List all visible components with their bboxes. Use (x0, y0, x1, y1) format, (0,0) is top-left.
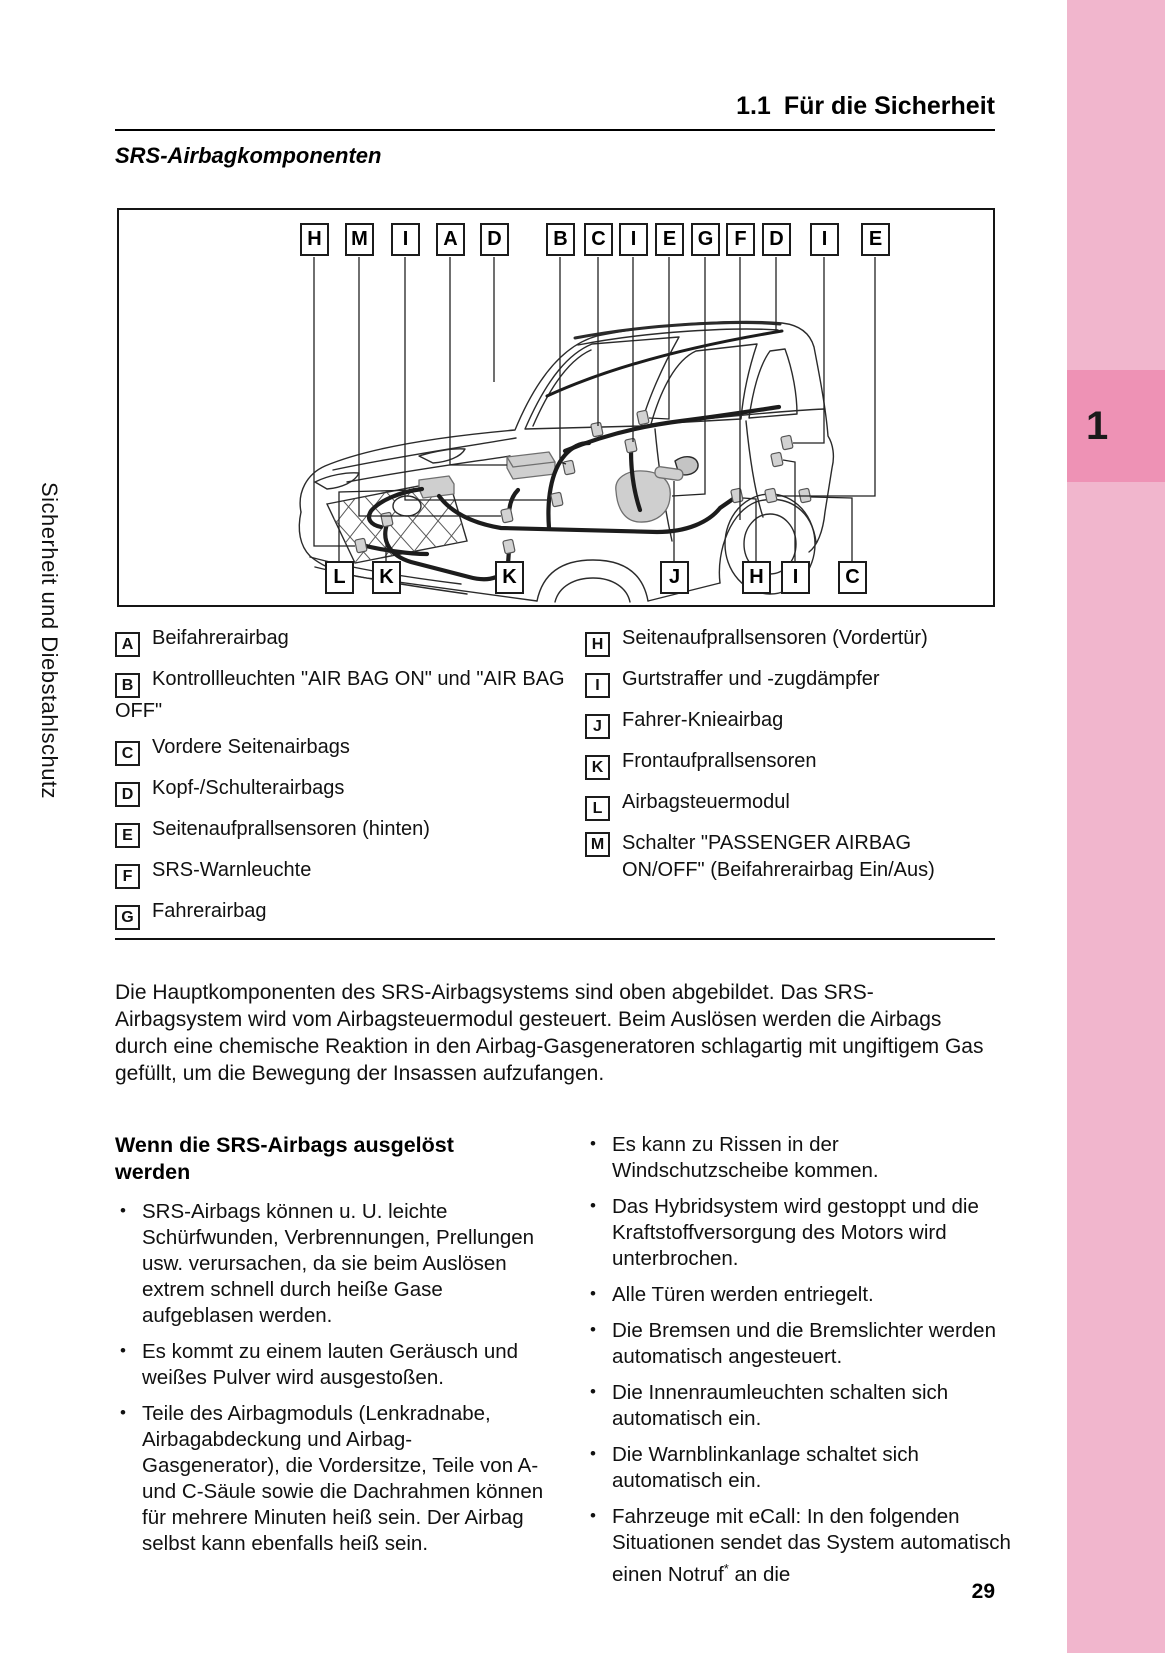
header-section-number: 1.1 (736, 92, 771, 120)
legend-label-c: Vordere Seitenairbags (152, 736, 350, 758)
airbag-components (418, 451, 684, 523)
legend-label-i: Gurtstraffer und -zugdämpfer (622, 668, 880, 690)
bullet-item: Alle Türen werden entriegelt. (585, 1281, 1017, 1308)
car-illustration (298, 257, 876, 603)
diagram-label-top-5: B (546, 223, 575, 256)
legend-item-i: I Gurtstraffer und -zugdämpfer (585, 666, 997, 698)
legend-key-l: L (585, 796, 610, 821)
diagram-label-top-6: C (584, 223, 613, 256)
bullet-item: Es kommt zu einem lauten Geräusch und we… (115, 1338, 547, 1391)
legend-item-f: F SRS-Warnleuchte (115, 857, 570, 889)
legend-item-h: H Seitenaufprallsensoren (Vordertür) (585, 625, 997, 657)
diagram-label-bottom-5: I (781, 561, 810, 594)
legend-item-a: A Beifahrerairbag (115, 625, 570, 657)
footnote-asterisk: * (723, 1561, 729, 1576)
bullet-item: SRS-Airbags können u. U. leichte Schürfw… (115, 1198, 547, 1329)
legend-key-j: J (585, 714, 610, 739)
text-column-right: Es kann zu Rissen in der Windschutzschei… (585, 1131, 1017, 1598)
legend-key-m: M (585, 832, 610, 857)
diagram-label-top-1: M (345, 223, 374, 256)
bullet-item: Die Innenraumleuchten schalten sich auto… (585, 1379, 1017, 1432)
airbag-components-diagram: H M I A D B C I E G F D I E L K K J H I … (117, 208, 995, 607)
legend-key-g: G (115, 905, 140, 930)
diagram-label-top-4: D (480, 223, 509, 256)
legend-label-k: Frontaufprallsensoren (622, 750, 817, 772)
diagram-label-bottom-4: H (742, 561, 771, 594)
legend-label-l: Airbagsteuermodul (622, 791, 790, 813)
legend-label-m: Schalter "PASSENGER AIRBAG ON/OFF" (Beif… (622, 832, 935, 881)
chapter-number-badge: 1 (1067, 370, 1165, 482)
diagram-label-bottom-1: K (372, 561, 401, 594)
bullet-item: Die Warnblinkanlage schaltet sich automa… (585, 1441, 1017, 1494)
diagram-label-top-3: A (436, 223, 465, 256)
legend-key-d: D (115, 782, 140, 807)
subsection-heading: Wenn die SRS-Airbags ausgelöst werden (115, 1133, 454, 1184)
legend-divider-rule (115, 938, 995, 940)
text-column-left: Wenn die SRS-Airbags ausgelöst werden SR… (115, 1132, 547, 1567)
legend-item-g: G Fahrerairbag (115, 898, 570, 930)
bullet-item: Es kann zu Rissen in der Windschutzschei… (585, 1131, 1017, 1184)
diagram-label-bottom-2: K (495, 561, 524, 594)
diagram-label-top-8: E (655, 223, 684, 256)
header-rule (115, 129, 995, 131)
legend-key-f: F (115, 864, 140, 889)
bullet-item: Fahrzeuge mit eCall: In den folgenden Si… (585, 1503, 1017, 1588)
legend-label-a: Beifahrerairbag (152, 627, 289, 649)
legend-item-k: K Frontaufprallsensoren (585, 748, 997, 780)
diagram-label-top-10: F (726, 223, 755, 256)
legend-item-l: L Airbagsteuermodul (585, 789, 997, 821)
bullet-text: Fahrzeuge mit eCall: In den folgenden Si… (612, 1505, 1011, 1586)
legend-key-e: E (115, 823, 140, 848)
diagram-label-bottom-6: C (838, 561, 867, 594)
legend-label-f: SRS-Warnleuchte (152, 859, 312, 881)
section-title: SRS-Airbagkomponenten (115, 143, 382, 168)
legend-key-k: K (585, 755, 610, 780)
bullet-item: Das Hybridsystem wird gestoppt und die K… (585, 1193, 1017, 1272)
page-number: 29 (971, 1580, 995, 1603)
legend-label-h: Seitenaufprallsensoren (Vordertür) (622, 627, 928, 649)
legend-label-d: Kopf-/Schulterairbags (152, 777, 345, 799)
chapter-number: 1 (1086, 403, 1109, 448)
bullet-item: Die Bremsen und die Bremslichter werden … (585, 1317, 1017, 1370)
leader-lines (313, 257, 876, 562)
header-section-title: Für die Sicherheit (783, 92, 995, 120)
page-header: 1.1 Für die Sicherheit (115, 92, 995, 121)
chapter-sidebar: 1 (1067, 0, 1165, 1653)
legend-label-e: Seitenaufprallsensoren (hinten) (152, 818, 430, 840)
legend-item-m: M Schalter "PASSENGER AIRBAG ON/OFF" (Bei… (585, 830, 997, 884)
diagram-label-top-0: H (300, 223, 329, 256)
legend-key-i: I (585, 673, 610, 698)
bullet-list-right: Es kann zu Rissen in der Windschutzschei… (585, 1131, 1017, 1588)
diagram-label-top-2: I (391, 223, 420, 256)
legend-item-d: D Kopf-/Schulterairbags (115, 775, 570, 807)
diagram-label-bottom-3: J (660, 561, 689, 594)
legend-item-c: C Vordere Seitenairbags (115, 734, 570, 766)
legend-label-g: Fahrerairbag (152, 900, 267, 922)
legend-key-h: H (585, 632, 610, 657)
diagram-label-bottom-0: L (325, 561, 354, 594)
intro-paragraph: Die Hauptkomponenten des SRS-Airbagsyste… (115, 981, 984, 1085)
diagram-label-top-9: G (691, 223, 720, 256)
legend-label-j: Fahrer-Knieairbag (622, 709, 784, 731)
legend-key-c: C (115, 741, 140, 766)
legend-key-a: A (115, 632, 140, 657)
chapter-title-vertical: Sicherheit und Diebstahlschutz (37, 482, 62, 800)
bullet-list-left: SRS-Airbags können u. U. leichte Schürfw… (115, 1198, 547, 1557)
legend-right-column: H Seitenaufprallsensoren (Vordertür) I Gur… (585, 625, 997, 893)
diagram-label-top-12: I (810, 223, 839, 256)
legend-label-b: Kontrollleuchten "AIR BAG ON" und "AIR B… (115, 668, 565, 722)
diagram-label-top-7: I (619, 223, 648, 256)
diagram-label-top-11: D (762, 223, 791, 256)
legend-item-j: J Fahrer-Knieairbag (585, 707, 997, 739)
bullet-text-tail: an die (728, 1562, 791, 1586)
legend-item-e: E Seitenaufprallsensoren (hinten) (115, 816, 570, 848)
diagram-label-top-13: E (861, 223, 890, 256)
bullet-item: Teile des Airbagmoduls (Lenkradnabe, Air… (115, 1400, 547, 1557)
legend-key-b: B (115, 673, 140, 698)
